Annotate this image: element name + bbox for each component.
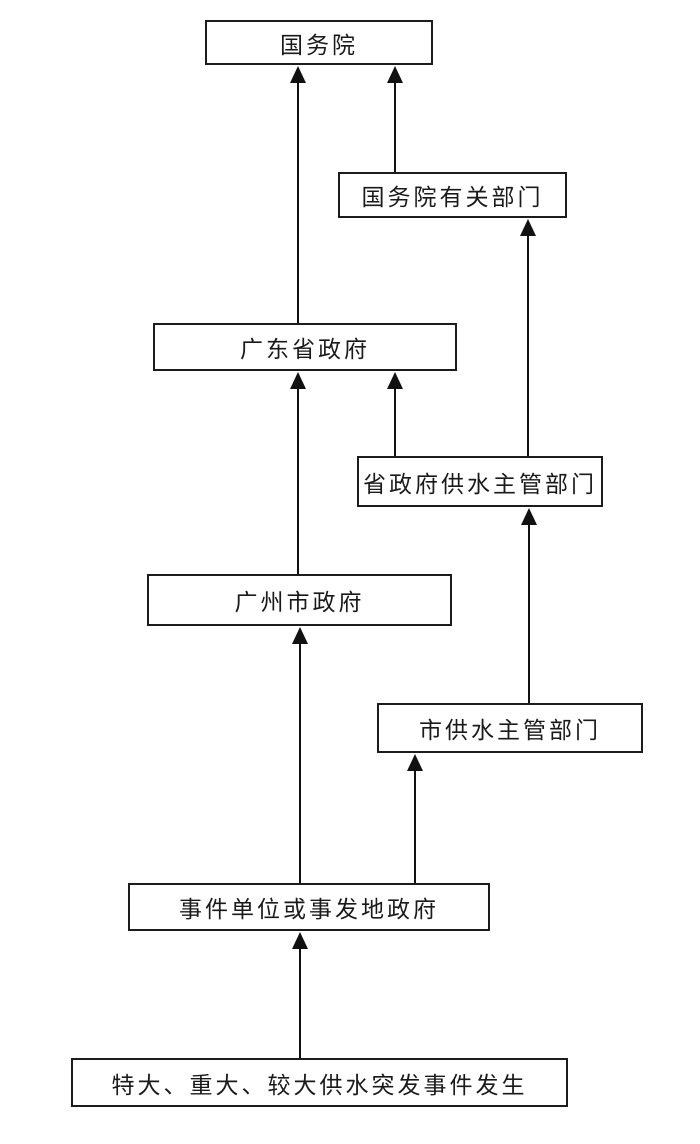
node-guangdong-provincial-government: 广东省政府 bbox=[153, 323, 457, 371]
arrow-shaft bbox=[414, 768, 416, 883]
arrow-up-icon bbox=[292, 627, 308, 644]
node-provincial-water-supply-dept: 省政府供水主管部门 bbox=[357, 456, 603, 507]
arrow-shaft bbox=[297, 80, 299, 323]
node-state-council: 国务院 bbox=[205, 20, 433, 65]
node-municipal-water-supply-dept-label: 市供水主管部门 bbox=[419, 718, 601, 744]
node-event-unit-or-local-government-label: 事件单位或事发地政府 bbox=[179, 897, 439, 923]
arrow-up-icon bbox=[521, 508, 537, 525]
arrow-shaft bbox=[297, 386, 299, 574]
node-emergency-event: 特大、重大、较大供水突发事件发生 bbox=[71, 1058, 568, 1107]
arrow-shaft bbox=[527, 233, 529, 456]
arrow-shaft bbox=[394, 80, 396, 172]
node-municipal-water-supply-dept: 市供水主管部门 bbox=[377, 703, 643, 753]
node-guangzhou-municipal-government: 广州市政府 bbox=[147, 574, 452, 626]
arrow-up-icon bbox=[387, 372, 403, 389]
node-provincial-water-supply-dept-label: 省政府供水主管部门 bbox=[363, 471, 597, 498]
arrow-up-icon bbox=[407, 754, 423, 771]
arrow-up-icon bbox=[290, 372, 306, 389]
arrow-up-icon bbox=[290, 66, 306, 83]
arrow-up-icon bbox=[292, 932, 308, 949]
node-state-council-departments: 国务院有关部门 bbox=[338, 172, 567, 218]
node-state-council-departments-label: 国务院有关部门 bbox=[361, 185, 544, 211]
node-emergency-event-label: 特大、重大、较大供水突发事件发生 bbox=[111, 1072, 528, 1099]
arrow-shaft bbox=[528, 522, 530, 703]
arrow-shaft bbox=[299, 641, 301, 883]
arrow-up-icon bbox=[387, 66, 403, 83]
node-state-council-label: 国务院 bbox=[280, 32, 358, 59]
arrow-shaft bbox=[394, 386, 396, 456]
node-guangzhou-municipal-government-label: 广州市政府 bbox=[234, 590, 365, 616]
arrow-up-icon bbox=[520, 219, 536, 236]
arrow-shaft bbox=[299, 946, 301, 1058]
node-guangdong-provincial-government-label: 广东省政府 bbox=[240, 337, 370, 363]
node-event-unit-or-local-government: 事件单位或事发地政府 bbox=[128, 883, 490, 931]
